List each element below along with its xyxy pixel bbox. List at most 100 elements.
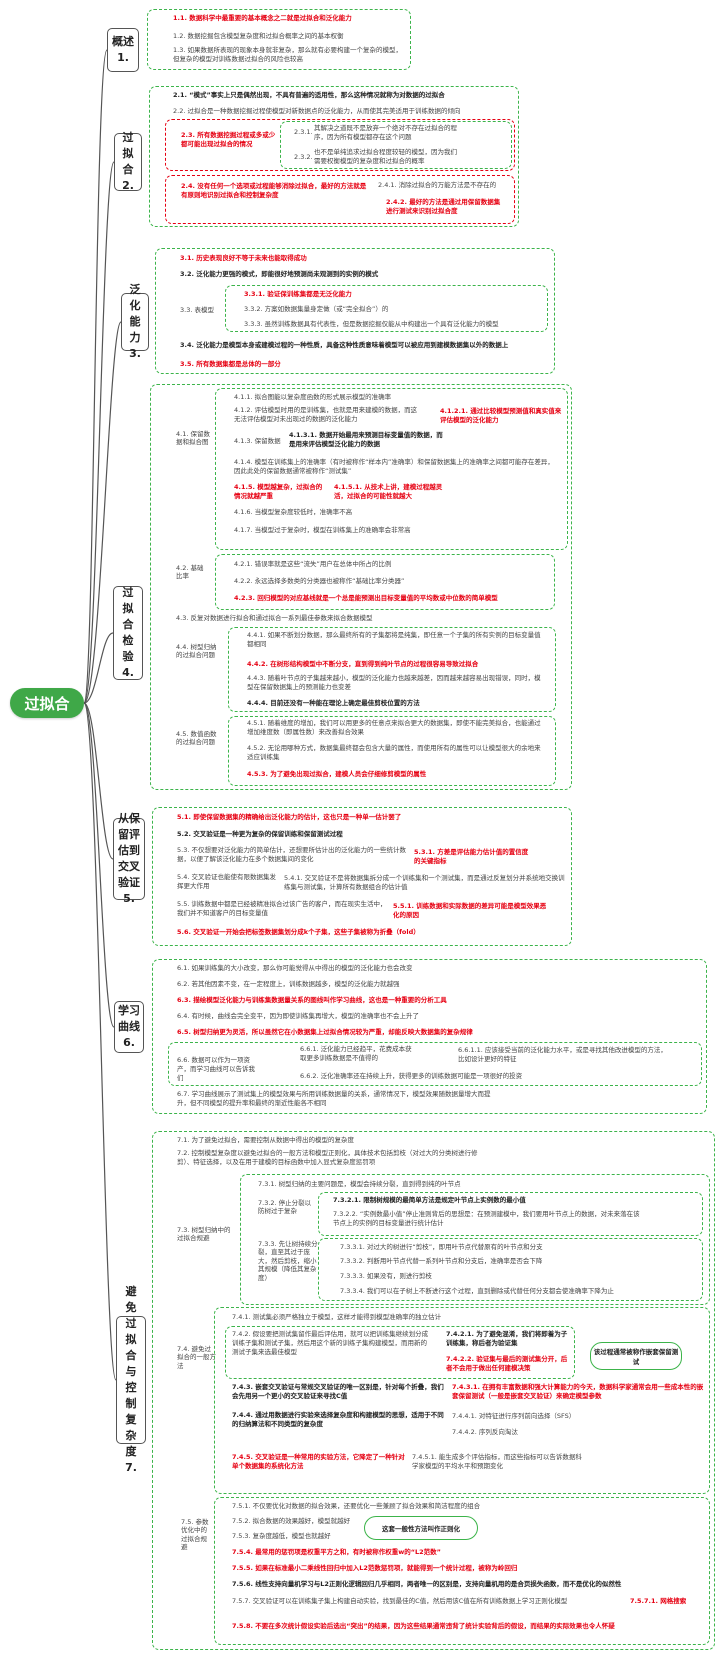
connector-3 (83, 321, 122, 704)
s2-item-4-2: 2.4.2. 最好的方法是通过用保留数据集进行测试来识别过拟合度 (386, 198, 501, 215)
s7-item-5-summary: 这套一般性方法叫作正则化 (364, 1516, 478, 1540)
s6-item-6-2: 6.6.2. 泛化准确率还在持续上升，获得更多的训练数据可能是一项很好的投资 (300, 1072, 523, 1080)
section-4-title: 过拟合检验 (122, 586, 134, 663)
connector-5 (83, 702, 114, 860)
s7-item-3-2-1: 7.3.2.1. 限制树规模的最简单方法是规定叶节点上实例数的最小值 (333, 1196, 526, 1204)
s7-item-3-2-2: 7.3.2.2. “实例数最小值”停止准则背后的思想是：在预测建模中，我们要用叶… (333, 1210, 640, 1227)
s4-item-5-3: 4.5.3. 为了避免出现过拟合，建模人员会仔细修剪模型的属性 (247, 770, 427, 778)
section-1-num: 1. (117, 51, 129, 64)
s5-item-6: 5.6. 交叉验证一开始会把标签数据集划分成k个子集，这些子集被称为折叠（fol… (177, 928, 420, 936)
s4-item-1-3: 4.1.3. 保留数据 (234, 437, 281, 445)
s4-group-1-box (215, 388, 568, 550)
s4-item-4-1: 4.4.1. 如果不断划分数据，那么最终所有的子集都将是纯集，即任意一个子集的所… (247, 631, 541, 648)
s5-item-5-1: 5.5.1. 训练数据和实际数据的差异可能是模型效果恶化的原因 (393, 902, 547, 919)
s3-item-3-1: 3.3.1. 验证保训练集都是无泛化能力 (244, 290, 352, 298)
s7-item-4-4-2: 7.4.4.2. 序列反向淘汰 (452, 1428, 518, 1436)
section-5-title: 从保留评估到交叉验证 (118, 812, 140, 889)
s6-item-5: 6.5. 树型归纳更为灵活，所以虽然它在小数据集上过拟合情况较为严重，却能反映大… (177, 1028, 473, 1036)
s7-group-3-2-label: 7.3.2. 停止分裂以防树过于复杂 (258, 1199, 312, 1216)
s2-item-3-2-num: 2.3.2. (294, 153, 313, 161)
s2-item-3-box (165, 119, 515, 171)
s7-item-5-7-1: 7.5.7.1. 网格搜索 (630, 1597, 687, 1605)
s7-item-4-2-box (225, 1326, 575, 1379)
s3-item-5: 3.5. 所有数据集都是总体的一部分 (180, 360, 281, 368)
s1-item-1: 1.1. 数据科学中最重要的基本概念之二就是过拟合和泛化能力 (173, 14, 352, 22)
s7-group-5-box (214, 1497, 710, 1645)
section-5-num: 5. (123, 891, 135, 905)
s7-item-4-5-1: 7.4.5.1. 能生成多个评估指标，而这些指标可以告诉数据科学家模型的平均水平… (412, 1453, 582, 1470)
s4-item-5-2: 4.5.2. 无论用哪种方式，数据集最终都会包含大量的属性，而使用所有的属性可以… (247, 744, 541, 761)
s4-item-1-2: 4.1.2. 评估模型时用的是训练集，也就是用来建模的数据，而这无法评估模型对未… (234, 406, 418, 423)
s6-item-6-1: 6.6.1. 泛化能力已经趋平，花费成本获取更多训练数据是不值得的 (300, 1045, 412, 1062)
s4-item-1-4: 4.1.4. 模型在训练集上的准确率（有时被称作“样本内”准确率）和保留数据集上… (234, 458, 554, 475)
s7-item-3-3-4: 7.3.3.4. 我们可以在子树上不断进行这个过程，直到删除或代替任何分支都会使… (340, 1287, 614, 1295)
s7-item-5-6: 7.5.6. 线性支持向量机学习与L2正则化逻辑回归几乎相同，两者唯一的区别是，… (232, 1580, 622, 1588)
s7-item-4-2: 7.4.2. 假设要把测试集留作最后评估用，就可以把训练集继续划分成训练子集和测… (232, 1330, 429, 1356)
s7-item-4-2-summary: 该过程通常被称作嵌套保留测试 (590, 1342, 682, 1370)
s4-item-1-5-1: 4.1.5.1. 从技术上讲，建模过程越灵活，过拟合的可能性就越大 (334, 483, 443, 500)
s7-item-3-1: 7.3.1. 树型归纳的主要问题是，模型会持续分裂，直到得到纯的叶节点 (258, 1180, 461, 1188)
s2-item-3-children (280, 121, 512, 169)
s6-item-4: 6.4. 有时候，曲线会完全变平，因为即使训练集再增大，模型的准确率也不会上升了 (177, 1012, 419, 1020)
section-5-box (152, 807, 572, 946)
section-7-box (152, 1131, 715, 1650)
section-3-title: 泛化能力 (129, 283, 141, 344)
s7-item-5-7: 7.5.7. 交叉验证可以在训练集子集上构建自动实验，找到最佳的C值，然后用该C… (232, 1597, 568, 1605)
s3-item-3-3: 3.3.3. 虽然训练数据具有代表性，但是数据挖掘仅能从中构建出一个具有泛化能力… (244, 320, 499, 328)
s4-item-4-4: 4.4.4. 目前还没有一种能在理论上确定最佳剪枝位置的方法 (247, 699, 420, 707)
s7-item-3-3-1: 7.3.3.1. 对过大的树进行“剪枝”，即用叶节点代替原有的叶节点和分支 (340, 1243, 543, 1251)
s1-item-3: 1.3. 如果数据所表现的现象本身就非复杂，那么就有必要构建一个复杂的模型，但复… (173, 46, 402, 63)
s5-item-1: 5.1. 即使保留数据集的精确给出泛化能力的估计，这也只是一种单一估计罢了 (177, 813, 402, 821)
s7-item-5-5: 7.5.5. 如果在标准最小二乘线性回归中加入L2范数惩罚项，就能得到一个统计过… (232, 1564, 518, 1572)
s3-item-2: 3.2. 泛化能力更强的模式，即能很好地预测尚未观测到的实例的模式 (180, 270, 379, 278)
s4-item-1-1: 4.1.1. 拟合图能以复杂度函数的形式展示模型的准确率 (234, 393, 392, 401)
s6-item-6-box (168, 1042, 702, 1086)
s2-item-1: 2.1. “模式”事实上只是偶然出现，不具有普遍的适用性，那么这种情况就称为对数… (173, 91, 445, 99)
s4-group-1-label: 4.1. 保留数据和拟合图 (176, 430, 210, 447)
root-node[interactable]: 过拟合 (10, 688, 84, 718)
s7-item-4-3: 7.4.3. 嵌套交叉验证与常规交叉验证的唯一区别是，针对每个折叠，我们会先用另… (232, 1383, 444, 1400)
s4-item-1-5: 4.1.5. 模型越复杂，过拟合的情况就越严重 (234, 483, 323, 500)
s4-item-2-3: 4.2.3. 回归模型的对应基线就是一个总是能预测出目标变量值的平均数或中位数的… (234, 594, 498, 602)
s6-item-6-1-1: 6.6.1.1. 应该接受当前的泛化能力水平，或是寻找其他改进模型的方法，比如设… (458, 1046, 667, 1063)
section-2-node[interactable]: 过拟合 2. (114, 131, 142, 192)
s4-item-3: 4.3. 反复对数据进行拟合和通过拟合一系列最佳参数来拟合数据模型 (176, 614, 373, 622)
section-2-num: 2. (122, 178, 134, 192)
section-4-box (150, 384, 572, 790)
section-4-node[interactable]: 过拟合检验 4. (113, 586, 143, 680)
s7-group-3-2-box (318, 1192, 703, 1236)
s3-item-4: 3.4. 泛化能力是模型本身或建模过程的一种性质，具备这种性质意味着模型可以被应… (180, 341, 509, 349)
connector-2 (83, 161, 115, 704)
section-2-title: 过拟合 (122, 131, 134, 176)
section-4-num: 4. (122, 665, 134, 679)
root-label: 过拟合 (24, 694, 70, 713)
section-3-node[interactable]: 泛化能力 3. (121, 283, 149, 360)
s7-group-3-3-box (318, 1238, 703, 1301)
s7-item-4-4: 7.4.4. 通过用数据进行实验来选择复杂度和构建模型的思想，适用于不同的归纳算… (232, 1411, 444, 1428)
s5-item-4: 5.4. 交叉验证也能使有限数据集发挥更大作用 (177, 873, 276, 890)
s2-item-4-box (165, 175, 515, 224)
s4-item-4-2: 4.4.2. 在树形结构模型中不断分支，直到得到纯叶节点的过程很容易导致过拟合 (247, 660, 479, 668)
section-3-num: 3. (129, 346, 141, 360)
s4-item-2-1: 4.2.1. 错误率就是这些“流失”用户在总体中所占的比例 (234, 560, 392, 568)
s2-item-3-1-num: 2.3.1. (294, 128, 313, 136)
s7-item-5-4: 7.5.4. 最常用的惩罚项是权重平方之和，有时被称作权重w的“L2范数” (232, 1548, 441, 1556)
s5-item-2: 5.2. 交叉验证是一种更为复杂的保留训练和保留测试过程 (177, 830, 343, 838)
s2-item-2: 2.2. 过拟合是一种数据挖掘过程使模型对新数据点的泛化能力，从而使其完美适用于… (173, 107, 461, 115)
s4-group-5-box (228, 716, 556, 786)
connector-6 (83, 702, 115, 1028)
s7-item-4-1: 7.4.1. 测试集必须严格独立于模型，这样才能得到模型准确率的独立估计 (232, 1313, 442, 1321)
section-5-node[interactable]: 从保留评估到交叉验证 5. (113, 812, 145, 905)
section-7-node[interactable]: 避免过拟合与控制复杂度7. (116, 1285, 146, 1474)
s2-item-4-1: 2.4.1. 消除过拟合的万能方法是不存在的 (378, 181, 497, 189)
section-1-box (147, 9, 411, 70)
s5-item-4-1: 5.4.1. 交叉验证不是将数据集拆分成一个训练集和一个测试集，而是通过反复划分… (284, 874, 565, 891)
section-6-num: 6. (123, 1035, 135, 1049)
s6-item-2: 6.2. 若其他因素不变，在一定程度上，训练数据越多，模型的泛化能力就越强 (177, 980, 400, 988)
s5-item-3-1: 5.3.1. 方差是评估能力估计值的置信度的关键指标 (414, 848, 529, 865)
connector-1 (83, 49, 108, 704)
s5-item-3: 5.3. 不仅想要对泛化能力的简单估计，还想要所估计出的泛化能力的一些统计数据，… (177, 846, 406, 863)
